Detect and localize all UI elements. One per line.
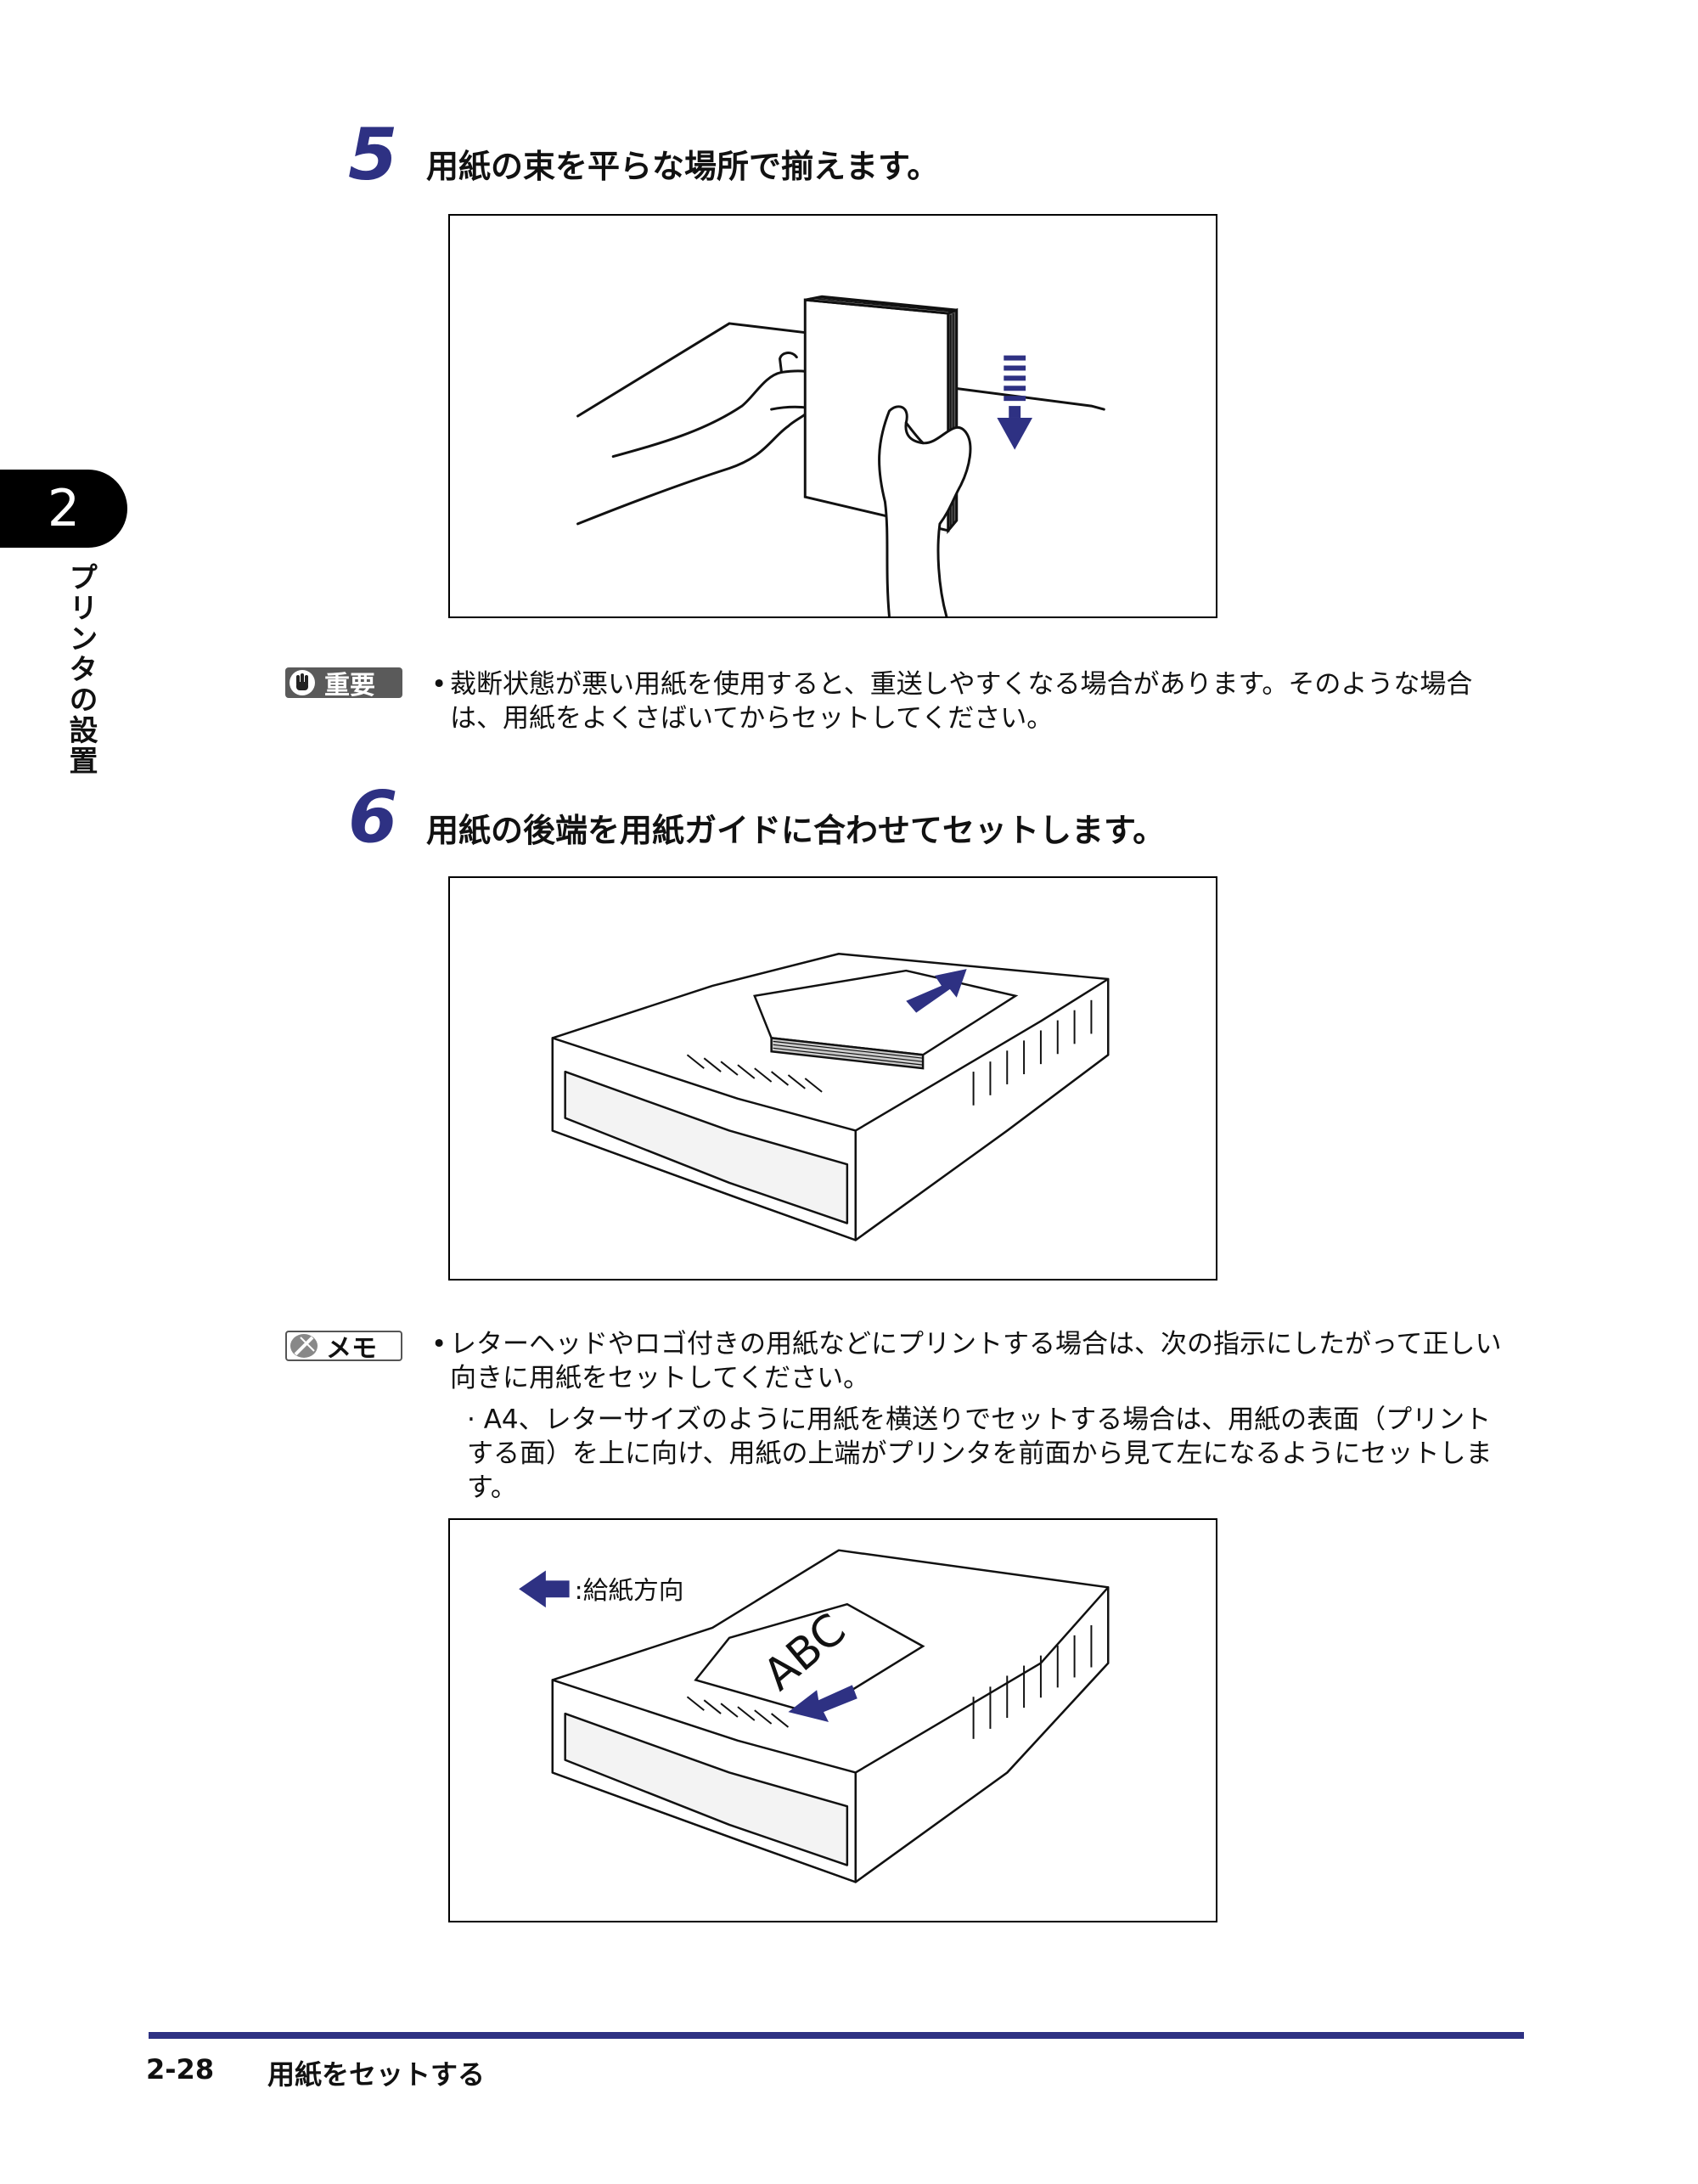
feed-direction-label: :給紙方向 <box>575 1576 684 1606</box>
step-5-title: 用紙の束を平らな場所で揃えます。 <box>426 148 940 185</box>
figure-align-paper <box>448 214 1217 618</box>
feed-direction-arrow-icon <box>519 1570 570 1608</box>
step-6-number: 6 <box>348 775 398 858</box>
paper-orientation-illustration: :給紙方向 ABC <box>519 1549 1110 1883</box>
memo-sub-line-3: す。 <box>467 1472 517 1503</box>
memo-label: メモ <box>326 1334 377 1364</box>
important-line-1: 裁断状態が悪い用紙を使用すると、重送しやすくなる場合があります。そのような場合 <box>450 669 1473 700</box>
pencil-memo-icon <box>289 1331 319 1361</box>
chapter-number: 2 <box>47 479 81 538</box>
memo-subitem: · A4、レターサイズのように用紙を横送りでセットする場合は、用紙の表面（プリン… <box>467 1403 1537 1505</box>
bullet: • <box>431 1329 447 1359</box>
chapter-title: プリンタの設置 <box>64 562 98 776</box>
memo-text: • レターヘッドやロゴ付きの用紙などにプリントする場合は、次の指示にしたがって正… <box>431 1327 1537 1395</box>
footer-section-title: 用紙をセットする <box>267 2058 486 2091</box>
bullet: • <box>431 669 447 700</box>
memo-badge: メモ <box>285 1331 402 1364</box>
paper-tray-illustration <box>551 953 1110 1241</box>
footer-rule <box>149 2032 1524 2039</box>
figure-paper-orientation: :給紙方向 ABC <box>448 1518 1217 1922</box>
step-5-number: 5 <box>348 113 398 196</box>
page-number: 2-28 <box>146 2053 215 2085</box>
memo-sub-line-1: · A4、レターサイズのように用紙を横送りでセットする場合は、用紙の表面（プリン… <box>467 1404 1492 1435</box>
chapter-tab <box>0 470 127 548</box>
important-text: • 裁断状態が悪い用紙を使用すると、重送しやすくなる場合があります。そのような場… <box>431 667 1537 735</box>
stop-hand-icon <box>287 667 318 698</box>
paper-aligning-illustration <box>576 295 1105 616</box>
step-6-title: 用紙の後端を用紙ガイドに合わせてセットします。 <box>426 812 1166 849</box>
figure-set-paper-tray <box>448 876 1217 1281</box>
important-badge: 重要 <box>285 667 402 701</box>
important-label: 重要 <box>324 671 375 701</box>
memo-line-1: レターヘッドやロゴ付きの用紙などにプリントする場合は、次の指示にしたがって正しい <box>450 1329 1502 1359</box>
important-line-2: は、用紙をよくさばいてからセットしてください。 <box>450 703 1054 734</box>
memo-sub-line-2: する面）を上に向け、用紙の上端がプリンタを前面から見て左になるようにセットしま <box>467 1438 1493 1469</box>
memo-line-2: 向きに用紙をセットしてください。 <box>450 1363 870 1393</box>
